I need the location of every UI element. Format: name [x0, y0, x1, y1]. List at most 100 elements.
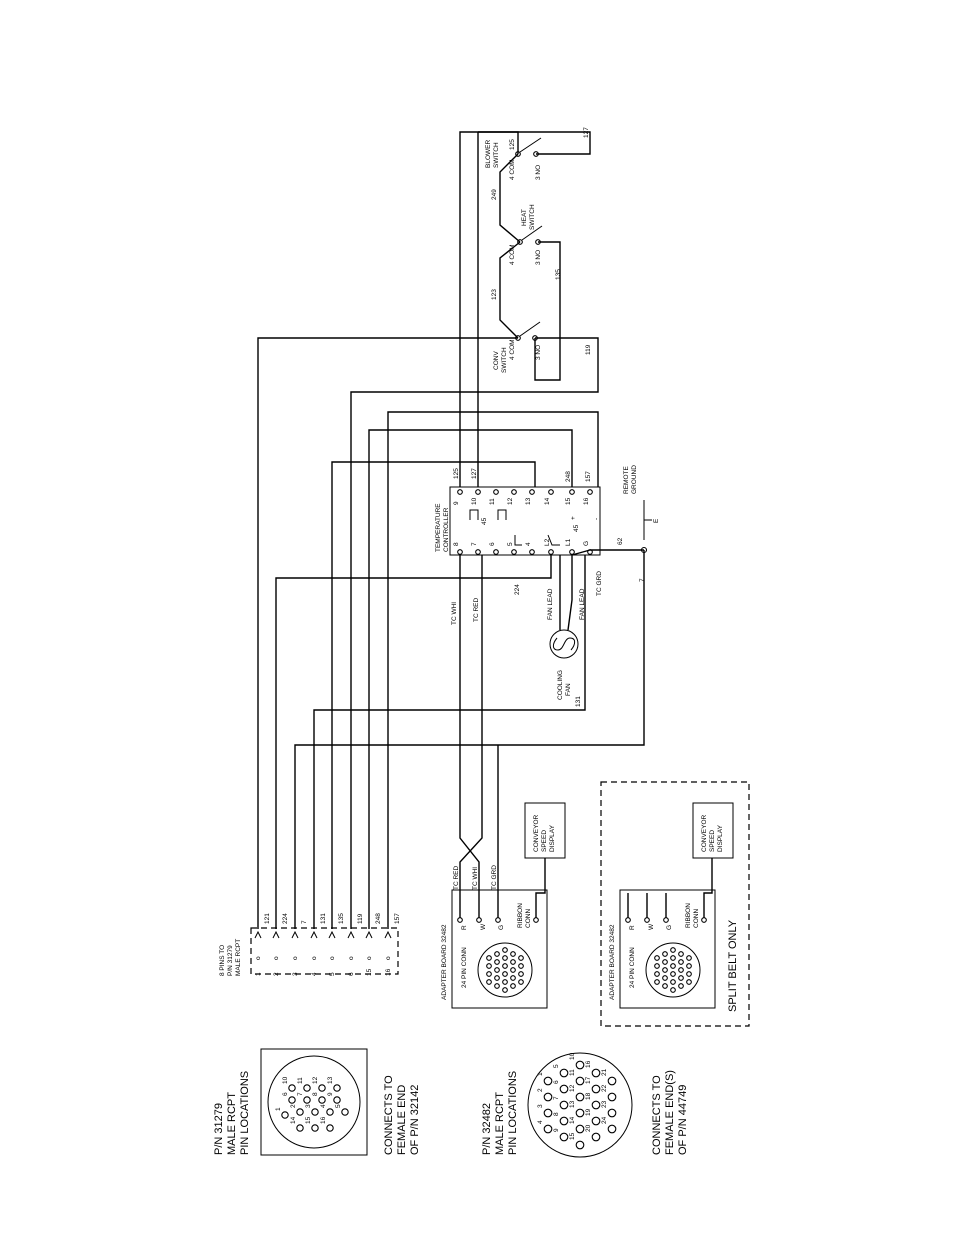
adapter-pin [494, 959, 500, 965]
adapter-pin [502, 947, 508, 953]
adapter-pin [686, 971, 692, 977]
split-speed-display [692, 802, 734, 859]
svg-text:HEAT: HEAT [521, 209, 528, 226]
svg-text:OF P/N 32142: OF P/N 32142 [409, 1085, 421, 1155]
p31279-receptacle [260, 1048, 368, 1156]
cooling-fan-symbol [549, 629, 579, 659]
pin-header: 8 PINS TO P/N 31279 MALE RCPT 1o1212o224… [219, 913, 401, 976]
p32482-pin-number: 1 [537, 1072, 544, 1076]
wire-7 [294, 550, 645, 929]
split-belt-section[interactable]: ADAPTER BOARD 32482 24 PIN CONN R W G RI… [600, 781, 750, 1027]
p32482-pin [543, 1092, 553, 1102]
controller-terminal-label: 14 [544, 497, 551, 505]
p32482-pin-number: 24 [601, 1116, 608, 1124]
p32482-pin-number: 13 [569, 1100, 576, 1108]
header-pin: o [366, 956, 373, 960]
controller-terminal [548, 549, 554, 555]
controller-terminal [511, 489, 517, 495]
controller-terminal [475, 549, 481, 555]
wire-119 [350, 337, 599, 929]
adapter-pin [510, 959, 516, 965]
label-248: 248 [565, 471, 572, 482]
conveyor-speed-display[interactable]: CONVEYOR SPEED DISPLAY [524, 802, 566, 859]
pin-header-title-2: P/N 31279 [227, 945, 234, 976]
adapter-pin [662, 967, 668, 973]
adapter-pin-field [486, 947, 524, 993]
header-wire-label: 121 [264, 913, 271, 924]
header-pin: o [292, 956, 299, 960]
adapter-board[interactable]: ADAPTER BOARD 32482 24 PIN CONN R W G RI… [441, 865, 548, 1009]
wire-248 [368, 429, 573, 929]
p32482-pin-number: 8 [553, 1112, 560, 1116]
adapter-pin [502, 955, 508, 961]
label-224: 224 [514, 584, 521, 595]
p31279-pin [296, 1124, 304, 1132]
p31279-pin [303, 1096, 311, 1104]
adapter-pin [678, 975, 684, 981]
p32482-pin [559, 1116, 569, 1126]
p32482-pin-number: 4 [537, 1120, 544, 1124]
p32482-pin-number: 10 [569, 1052, 576, 1060]
header-wire-label: 135 [338, 913, 345, 924]
adapter-pin [654, 963, 660, 969]
p32482-pin [575, 1092, 585, 1102]
wire-ribbon [535, 858, 546, 918]
label-119: 119 [585, 344, 592, 355]
adapter-pin [494, 951, 500, 957]
adapter-pin [518, 963, 524, 969]
controller-terminal [529, 549, 535, 555]
svg-text:RIBBON: RIBBON [685, 903, 692, 928]
svg-text:SPEED: SPEED [709, 830, 716, 852]
wire-tc-red [459, 555, 483, 918]
pin-header-title-3: MALE RCPT [235, 939, 242, 976]
header-wire-label: 119 [357, 913, 364, 924]
adapter-pin [494, 967, 500, 973]
svg-text:TEMPERATURE: TEMPERATURE [435, 503, 442, 552]
adapter-pin [678, 959, 684, 965]
adapter-pin [510, 975, 516, 981]
label-125: 125 [453, 468, 460, 479]
adapter-pin [494, 975, 500, 981]
p31279-pin [296, 1108, 304, 1116]
cooling-fan: COOLING FAN FAN LEAD FAN LEAD [547, 588, 586, 700]
adapter-pin [670, 947, 676, 953]
svg-text:BLOWER: BLOWER [485, 140, 492, 168]
wire-157 [387, 411, 599, 929]
controller-terminal [529, 489, 535, 495]
p32482-pin [559, 1132, 569, 1142]
adapter-pin [654, 971, 660, 977]
adapter-24-pin-connector [477, 942, 533, 998]
heat-switch[interactable]: HEAT SWITCH 4 COM 3 NO [509, 204, 543, 265]
adapter-pin [518, 955, 524, 961]
p31279-pin-number: 9 [327, 1092, 334, 1096]
p32482-title-1: P/N 32482 [481, 1103, 493, 1155]
header-arrow [328, 930, 336, 939]
tc-grd-label: TC GRD [491, 865, 498, 890]
svg-text:COOLING: COOLING [557, 670, 564, 700]
label-tc-whi: TC WHI [451, 602, 458, 625]
split-belt-outline [600, 781, 750, 1027]
label-sw-127: 127 [583, 127, 590, 138]
p32482-pin [559, 1100, 569, 1110]
adapter-pin [654, 955, 660, 961]
adapter-pin [654, 979, 660, 985]
p32482-title-3: PIN LOCATIONS [507, 1071, 519, 1155]
p31279-title-2: MALE RCPT [226, 1092, 238, 1155]
p31279-pin-number: 8 [312, 1092, 319, 1096]
p31279-pin-number: 2 [290, 1104, 297, 1108]
wire-127 [459, 131, 591, 487]
controller-terminal [493, 549, 499, 555]
p32482-pin-number: 7 [553, 1096, 560, 1100]
controller-terminal-label: 15 [565, 497, 572, 505]
p31279-pin-number: 1 [275, 1107, 282, 1111]
remote-ground: REMOTE GROUND E [623, 465, 660, 554]
header-pin-number: 1 [255, 972, 262, 976]
controller-terminal-label: 12 [507, 497, 514, 505]
p31279-title-3: PIN LOCATIONS [239, 1071, 251, 1155]
label-7: 7 [639, 578, 646, 582]
svg-text:CONN: CONN [693, 909, 700, 928]
